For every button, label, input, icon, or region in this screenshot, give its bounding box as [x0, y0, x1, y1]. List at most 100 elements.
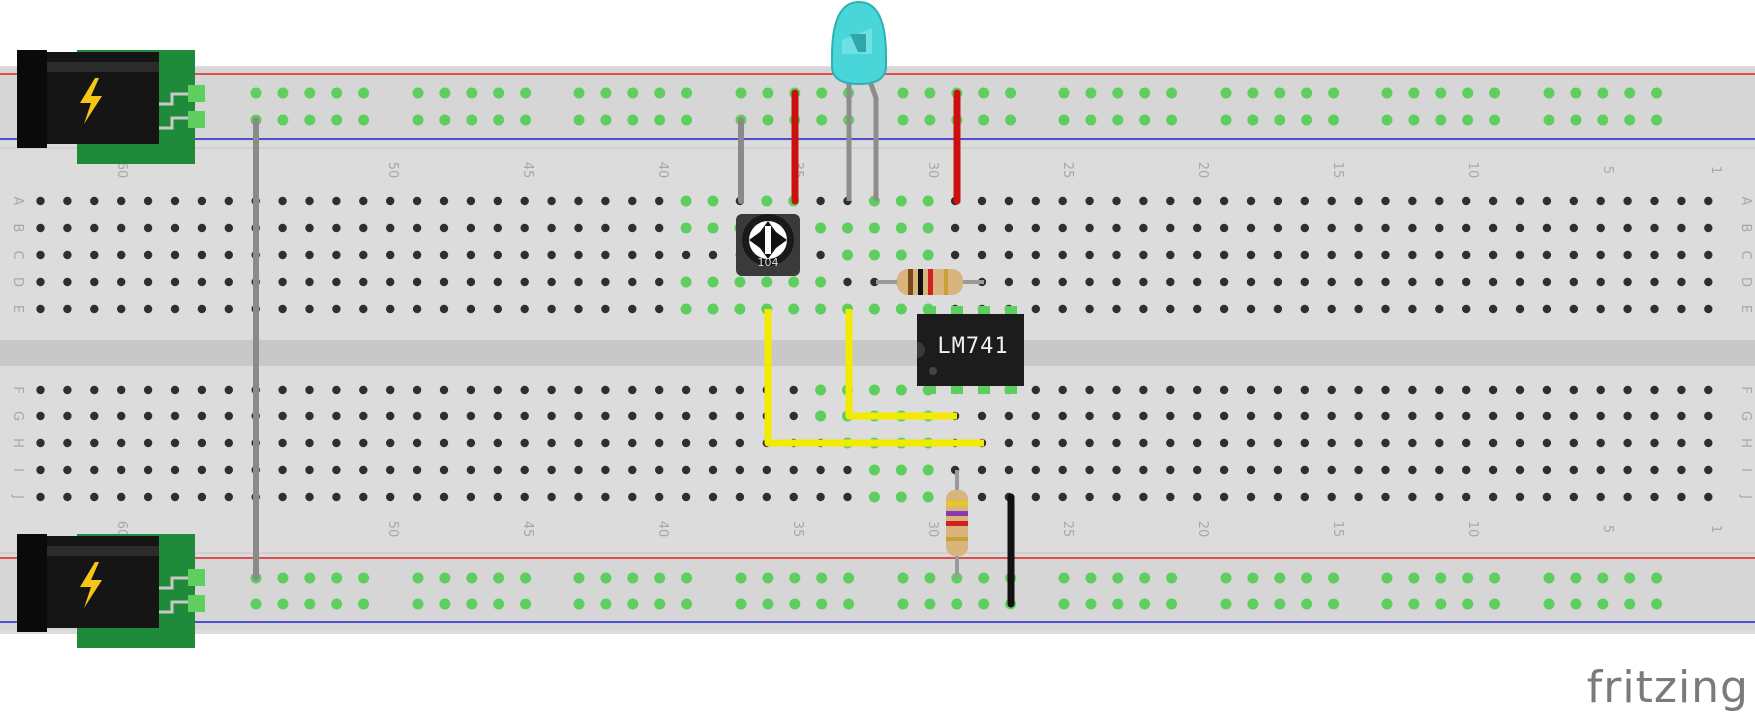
hole[interactable]	[63, 277, 72, 287]
hole[interactable]	[1354, 438, 1363, 448]
rail-hole[interactable]	[331, 114, 343, 126]
hole[interactable]	[574, 223, 583, 233]
rail-hole[interactable]	[1489, 114, 1501, 126]
hole[interactable]	[1166, 277, 1175, 287]
hole[interactable]	[1488, 304, 1498, 314]
hole[interactable]	[1246, 223, 1256, 233]
hole[interactable]	[36, 465, 45, 475]
hole[interactable]	[1273, 223, 1283, 233]
hole[interactable]	[170, 411, 180, 421]
hole[interactable]	[628, 277, 637, 287]
hole[interactable]	[1515, 196, 1525, 206]
hole[interactable]	[1650, 411, 1659, 421]
hole[interactable]	[1004, 223, 1014, 233]
hole[interactable]	[547, 196, 556, 206]
hole[interactable]	[1704, 385, 1713, 395]
hole[interactable]	[1193, 492, 1202, 502]
hole[interactable]	[1193, 385, 1202, 395]
rail-hole[interactable]	[466, 572, 478, 584]
hole[interactable]	[520, 465, 529, 475]
rail-hole[interactable]	[654, 87, 666, 99]
hole[interactable]	[1273, 277, 1283, 287]
rail-hole[interactable]	[1139, 114, 1151, 126]
hole[interactable]	[520, 223, 529, 233]
hole[interactable]	[1085, 411, 1094, 421]
hole[interactable]	[1488, 438, 1498, 448]
rail-hole[interactable]	[789, 598, 801, 610]
resistor-vertical[interactable]	[946, 470, 968, 578]
rail-hole[interactable]	[1624, 572, 1636, 584]
hole[interactable]	[36, 277, 45, 287]
hole[interactable]	[708, 438, 718, 448]
rail-hole[interactable]	[1220, 87, 1232, 99]
hole[interactable]	[493, 438, 502, 448]
hole[interactable]	[1139, 304, 1148, 314]
hole[interactable]	[1542, 385, 1552, 395]
lm741-chip[interactable]: LM741	[917, 306, 1024, 394]
hole[interactable]	[224, 223, 233, 233]
hole[interactable]	[1596, 385, 1605, 395]
hole[interactable]	[601, 304, 610, 314]
rail-hole[interactable]	[1328, 572, 1340, 584]
rail-hole[interactable]	[1570, 598, 1582, 610]
hole[interactable]	[197, 492, 207, 502]
hole[interactable]	[1112, 223, 1121, 233]
hole[interactable]	[815, 384, 827, 396]
hole[interactable]	[332, 465, 341, 475]
rail-hole[interactable]	[1435, 572, 1447, 584]
hole[interactable]	[1488, 250, 1498, 260]
hole[interactable]	[707, 222, 719, 234]
hole[interactable]	[412, 250, 422, 260]
rail-hole[interactable]	[250, 598, 262, 610]
hole[interactable]	[1193, 411, 1202, 421]
rail-hole[interactable]	[1274, 114, 1286, 126]
rail-hole[interactable]	[1112, 114, 1124, 126]
hole[interactable]	[466, 465, 476, 475]
hole[interactable]	[1354, 196, 1363, 206]
hole[interactable]	[359, 304, 368, 314]
hole[interactable]	[1677, 492, 1686, 502]
hole[interactable]	[332, 223, 341, 233]
rail-hole[interactable]	[600, 598, 612, 610]
hole[interactable]	[493, 492, 502, 502]
rail-hole[interactable]	[1112, 598, 1124, 610]
rail-hole[interactable]	[1274, 572, 1286, 584]
hole[interactable]	[1273, 438, 1283, 448]
hole[interactable]	[36, 411, 45, 421]
hole[interactable]	[1031, 250, 1041, 260]
rail-hole[interactable]	[1085, 114, 1097, 126]
rail-hole[interactable]	[1624, 114, 1636, 126]
rail-hole[interactable]	[1570, 572, 1582, 584]
rail-hole[interactable]	[1220, 572, 1232, 584]
hole[interactable]	[1515, 465, 1525, 475]
rail-hole[interactable]	[1058, 114, 1070, 126]
hole[interactable]	[1327, 196, 1336, 206]
hole[interactable]	[170, 492, 180, 502]
rail-hole[interactable]	[654, 572, 666, 584]
hole[interactable]	[1166, 438, 1175, 448]
hole[interactable]	[681, 492, 691, 502]
hole[interactable]	[1031, 304, 1041, 314]
hole[interactable]	[63, 411, 72, 421]
hole[interactable]	[895, 464, 907, 476]
hole[interactable]	[386, 223, 395, 233]
hole[interactable]	[1193, 277, 1202, 287]
hole[interactable]	[655, 196, 664, 206]
hole[interactable]	[278, 277, 287, 287]
hole[interactable]	[1542, 411, 1552, 421]
rail-hole[interactable]	[493, 87, 505, 99]
hole[interactable]	[1650, 223, 1659, 233]
hole[interactable]	[1031, 438, 1041, 448]
hole[interactable]	[977, 492, 987, 502]
hole[interactable]	[628, 465, 637, 475]
hole[interactable]	[977, 250, 987, 260]
hole[interactable]	[117, 385, 126, 395]
hole[interactable]	[977, 223, 987, 233]
hole[interactable]	[1408, 304, 1417, 314]
hole[interactable]	[1058, 223, 1067, 233]
hole[interactable]	[707, 303, 719, 315]
rail-hole[interactable]	[627, 598, 639, 610]
hole[interactable]	[1354, 223, 1363, 233]
hole[interactable]	[655, 385, 664, 395]
hole[interactable]	[1569, 385, 1579, 395]
